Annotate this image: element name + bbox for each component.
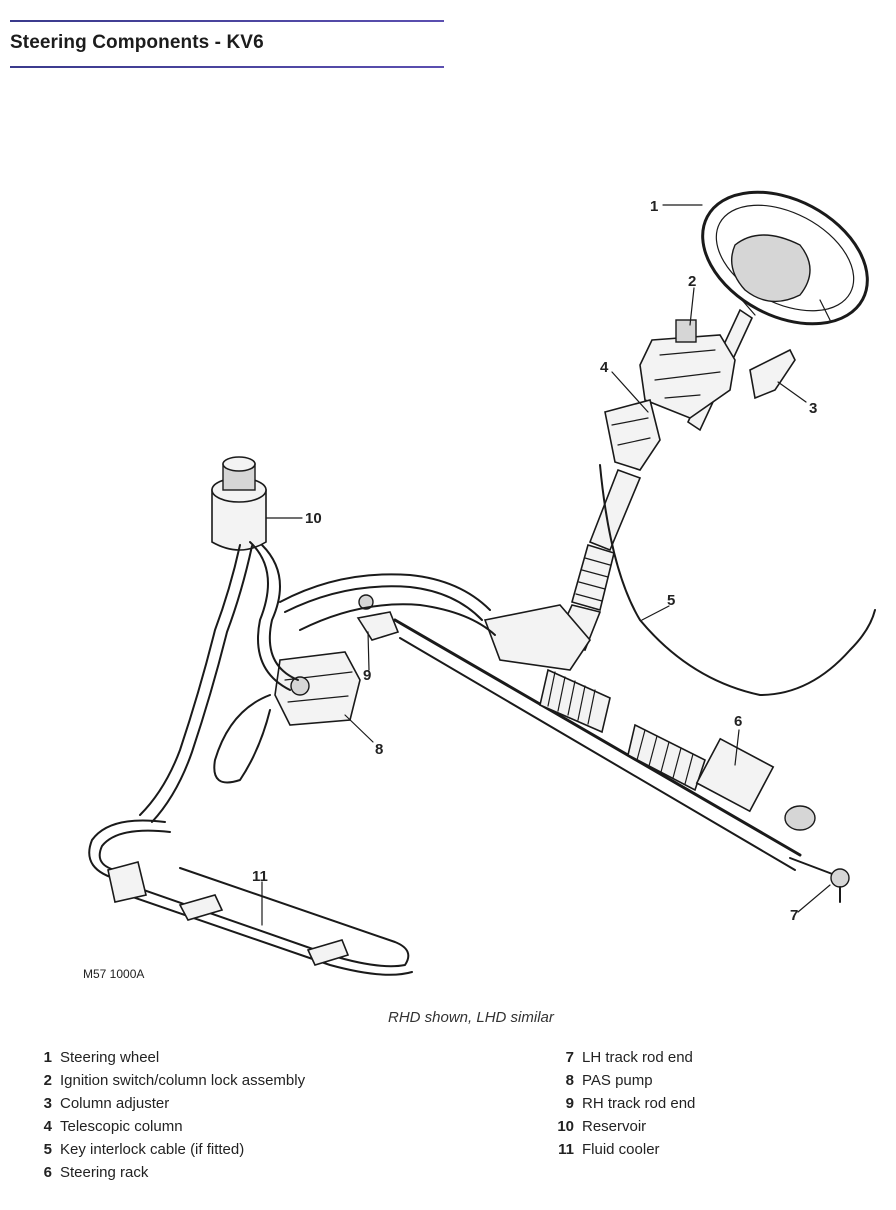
legend-item: 10 Reservoir bbox=[552, 1115, 695, 1138]
callout-2: 2 bbox=[688, 273, 696, 290]
legend-num: 7 bbox=[565, 1049, 574, 1066]
callout-1: 1 bbox=[650, 198, 658, 215]
callout-8: 8 bbox=[375, 741, 383, 758]
legend-num: 2 bbox=[43, 1072, 52, 1089]
callout-5: 5 bbox=[667, 592, 675, 609]
pas-pump bbox=[274, 651, 361, 726]
legend-item: 5 Key interlock cable (if fitted) bbox=[30, 1138, 305, 1161]
legend-label: Reservoir bbox=[582, 1118, 647, 1135]
legend-num: 11 bbox=[558, 1141, 574, 1158]
rh-track-rod-end bbox=[356, 594, 400, 641]
callout-10: 10 bbox=[305, 510, 322, 527]
diagram-ref-code: M57 1000A bbox=[83, 967, 144, 981]
callout-9: 9 bbox=[363, 667, 371, 684]
lh-track-rod-end bbox=[789, 857, 850, 903]
legend-num: 6 bbox=[43, 1164, 52, 1181]
legend-num: 1 bbox=[43, 1049, 52, 1066]
callout-3: 3 bbox=[809, 400, 817, 417]
legend-num: 8 bbox=[565, 1072, 574, 1089]
legend-label: Steering wheel bbox=[60, 1049, 160, 1066]
legend-num: 5 bbox=[43, 1141, 52, 1158]
legend-item: 2 Ignition switch/column lock assembly bbox=[30, 1069, 305, 1092]
legend-label: LH track rod end bbox=[582, 1049, 693, 1066]
callout-11: 11 bbox=[252, 868, 268, 885]
legend-item: 3 Column adjuster bbox=[30, 1092, 305, 1115]
key-interlock-cable bbox=[599, 464, 876, 696]
legend-right-column: 7 LH track rod end 8 PAS pump 9 RH track ro… bbox=[552, 1046, 695, 1161]
legend-label: Column adjuster bbox=[60, 1095, 170, 1112]
fluid-hoses bbox=[88, 541, 496, 881]
callout-7: 7 bbox=[790, 907, 798, 924]
steering-diagram: 1 2 3 4 5 6 7 8 9 10 11 M57 1000A bbox=[0, 150, 896, 1010]
callout-4: 4 bbox=[600, 359, 609, 376]
legend-left-column: 1 Steering wheel 2 Ignition switch/column … bbox=[30, 1046, 305, 1184]
legend-label: Telescopic column bbox=[60, 1118, 183, 1135]
legend-item: 7 LH track rod end bbox=[552, 1046, 695, 1069]
legend-item: 1 Steering wheel bbox=[30, 1046, 305, 1069]
legend-item: 6 Steering rack bbox=[30, 1161, 305, 1184]
header-rule-top bbox=[10, 20, 444, 22]
callout-6: 6 bbox=[734, 713, 742, 730]
steering-rack bbox=[393, 604, 816, 871]
callout-leaders bbox=[261, 204, 831, 926]
fluid-cooler bbox=[107, 861, 413, 976]
legend-label: Steering rack bbox=[60, 1164, 149, 1181]
legend-item: 4 Telescopic column bbox=[30, 1115, 305, 1138]
legend-item: 9 RH track rod end bbox=[552, 1092, 696, 1115]
steering-wheel bbox=[701, 190, 869, 326]
legend-label: Ignition switch/column lock assembly bbox=[60, 1072, 306, 1089]
legend-item: 8 PAS pump bbox=[552, 1069, 695, 1092]
diagram-caption: RHD shown, LHD similar bbox=[388, 1009, 554, 1026]
reservoir bbox=[211, 456, 267, 551]
legend-label: Fluid cooler bbox=[582, 1141, 660, 1158]
page-title: Steering Components - KV6 bbox=[10, 32, 264, 53]
legend-num: 4 bbox=[43, 1118, 52, 1135]
legend-label: PAS pump bbox=[582, 1072, 653, 1089]
steering-column bbox=[553, 308, 796, 651]
legend-label: Key interlock cable (if fitted) bbox=[60, 1141, 245, 1158]
legend-num: 10 bbox=[557, 1118, 574, 1135]
legend-num: 3 bbox=[43, 1095, 52, 1112]
header-rule-bottom bbox=[10, 66, 444, 68]
legend-label: RH track rod end bbox=[582, 1095, 696, 1112]
legend-item: 11 Fluid cooler bbox=[552, 1138, 695, 1161]
legend-num: 9 bbox=[565, 1095, 574, 1112]
